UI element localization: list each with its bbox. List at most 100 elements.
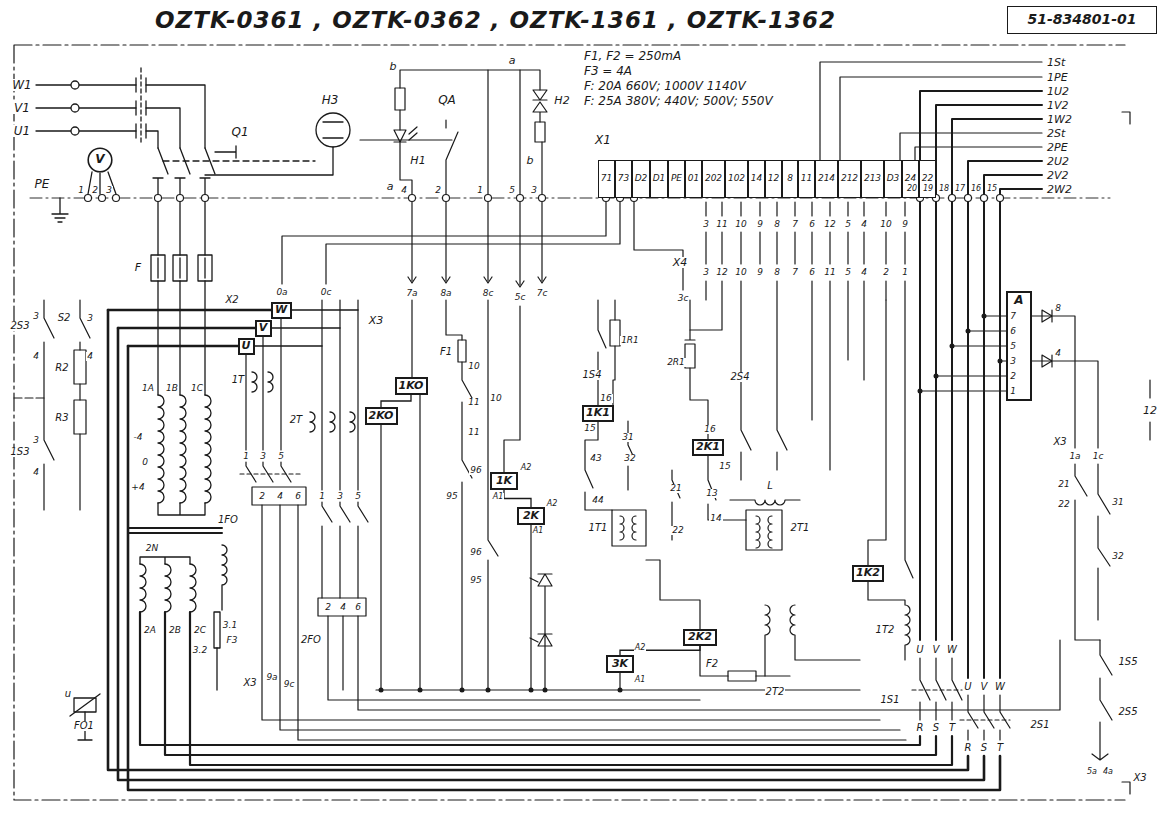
wire-label: 3.1 [222,621,238,630]
node-text: 102 [728,174,745,184]
wire-label: F2 [705,659,719,669]
wire-label: 1T2 [875,625,896,635]
contactor-wiring [252,487,306,505]
wire-label: 1St [1046,57,1066,68]
wire-label: 2U2 [1046,156,1070,167]
wire-label: 15 [718,462,731,471]
node-text: 1K [496,475,512,487]
wire-label: 12 [715,268,728,277]
wire-label: 1FO [217,515,239,525]
wire-label: 2 [434,186,442,195]
wire-label: 1 [476,186,484,195]
wire-label: 6 [808,220,816,229]
control-wiring [446,300,462,340]
power-input [71,104,79,112]
power-input [316,113,350,147]
wire-label: F1, F2 = 250mA [583,50,682,62]
wire-label: 1V2 [1046,100,1070,111]
wire-label: 22 [671,526,684,535]
node-text: 11 [801,174,812,184]
relay-box: 1KO [395,377,428,395]
wire-label: 14 [709,514,722,523]
wire-label: S [932,723,940,733]
junction-dots [934,374,939,379]
wire-label: FO1 [73,721,95,731]
control-wiring [730,500,800,505]
power-input [158,258,205,278]
terminal-cell: 212 [838,160,861,198]
junction-dots [379,314,1003,693]
wire-label: 2St [1046,128,1066,139]
terminal-cell: D1 [650,160,668,198]
control-wiring [395,88,405,110]
wire-label: 2 [258,492,266,501]
sheet-frame [14,45,1150,800]
wire-label: 2N [145,544,159,553]
control-wiring [765,605,860,676]
wire-label: 2C [193,626,207,635]
relay-box: 1K1 [582,405,614,422]
transformer-windings [70,694,100,740]
node-text: V [95,153,104,166]
control-wiring [598,300,615,405]
wire-label: F [134,262,142,273]
terminal-cell: 202 [702,160,725,198]
transformer-windings [140,557,190,564]
wire-label: 2PE [1046,142,1069,153]
wire-label: A2 [546,500,559,508]
wire-label: F1 [439,347,453,357]
wire-label: 1C [190,384,204,393]
wire-label: H1 [409,155,426,166]
power-input [215,146,236,158]
wire-label: L [766,481,774,491]
switches-and-outputs [912,689,962,690]
terminal-points [981,195,988,202]
control-wiring [530,634,552,646]
transformer-windings [214,612,220,648]
transformer-windings [158,503,205,515]
wire-label: 1c [1092,452,1105,461]
switches-and-outputs [1098,464,1110,620]
wire-label: 12 [823,220,836,229]
wire-label: 96 [469,548,482,557]
node-text: 2KO [369,410,394,422]
switches-and-outputs [1075,464,1100,640]
wire-label: 4 [86,352,94,361]
wire-label: 8a [439,289,452,298]
node-text: 71 [601,174,612,184]
wire-label: 6 [294,492,302,501]
wire-label: 5 [354,492,362,501]
wire-label: 2S5 [1117,707,1138,717]
wire-label: F3 [226,636,239,645]
wire-label: Q1 [230,126,249,138]
wire-label: QA [437,94,457,106]
wire-label: 17 [954,185,966,193]
wire-label: R2 [54,363,69,373]
wire-label: 2T1 [790,523,811,533]
junction-dots [379,688,384,693]
transformer-windings [165,564,171,612]
node-text: A [1014,294,1023,307]
control-wiring [408,277,546,287]
wire-label: 8 [1054,304,1062,313]
node-text: 3K [612,658,628,670]
node-text: 213 [864,174,881,184]
wire-label: u [64,689,72,699]
transformer-windings [128,528,222,533]
wire-label: H3 [321,94,340,106]
wire-label: 9 [901,220,909,229]
terminal-cell: 213 [861,160,884,198]
node-text: 22 [922,174,933,184]
wire-label: 9 [756,268,764,277]
node-text: D1 [653,174,666,184]
wire-label: X4 [672,257,689,268]
power-input [163,160,315,161]
node-text: 2K2 [688,631,712,643]
wire-label: +4 [130,483,145,492]
wire-connector [620,646,700,656]
wire-label: 3 [259,452,267,461]
wire-label: 9 [756,220,764,229]
wire-label: a [386,181,395,192]
contactor-wiring [328,616,1060,710]
wire-label: 7a [405,289,418,298]
